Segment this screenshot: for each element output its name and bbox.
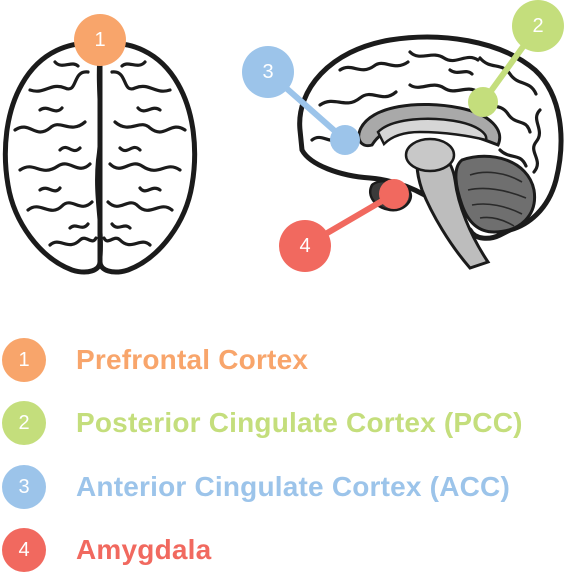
legend-item-prefrontal-cortex: 1 Prefrontal Cortex (0, 334, 308, 386)
legend-badge-1: 1 (2, 338, 46, 382)
legend-badge-2: 2 (2, 401, 46, 445)
svg-text:2: 2 (532, 15, 543, 37)
brain-diagram: 1 2 3 4 (2, 0, 564, 275)
legend-label-4: Amygdala (76, 534, 212, 565)
marker-3: 3 (242, 46, 294, 98)
anchor-dot-3 (330, 125, 360, 155)
legend-label-2: Posterior Cingulate Cortex (PCC) (76, 407, 523, 438)
legend-badge-3: 3 (2, 465, 46, 509)
legend-item-acc: 3 Anterior Cingulate Cortex (ACC) (0, 461, 510, 513)
thalamus (404, 137, 456, 173)
svg-text:4: 4 (299, 235, 310, 257)
anchor-dot-2 (468, 87, 498, 117)
anchor-dots (330, 87, 498, 209)
anchor-dot-4 (379, 179, 409, 209)
marker-4: 4 (279, 220, 331, 272)
cerebellum (454, 154, 537, 234)
brain-top-view (2, 40, 198, 275)
brainstem (415, 148, 491, 270)
legend-item-pcc: 2 Posterior Cingulate Cortex (PCC) (0, 397, 523, 449)
legend-label-3: Anterior Cingulate Cortex (ACC) (76, 471, 510, 502)
legend-item-amygdala: 4 Amygdala (0, 524, 211, 576)
legend-label-1: Prefrontal Cortex (76, 344, 309, 375)
marker-2: 2 (512, 0, 564, 52)
svg-text:1: 1 (94, 29, 105, 51)
svg-text:3: 3 (262, 61, 273, 83)
marker-1: 1 (74, 14, 126, 66)
legend-badge-4: 4 (2, 528, 46, 572)
